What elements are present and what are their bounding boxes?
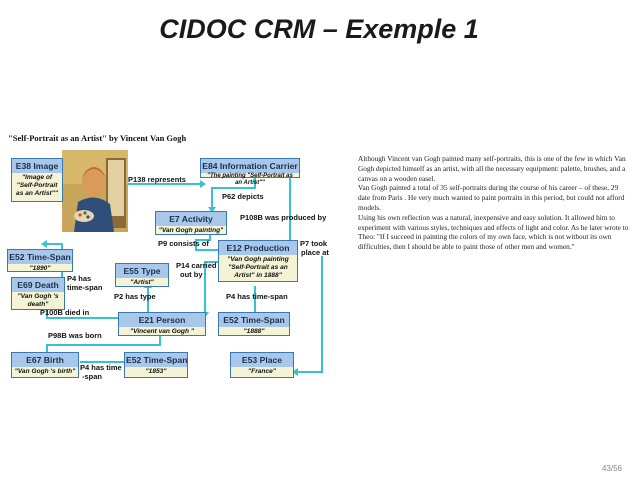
node-value: "1890" <box>29 265 51 272</box>
node-e67-birth: E67 Birth "Van Gogh 's birth" <box>11 352 79 378</box>
relation-p4-line1: P4 has <box>67 274 92 283</box>
relation-p62: P62 depicts <box>222 192 264 201</box>
node-class-label: E55 Type <box>116 264 168 278</box>
node-value: "The painting "Self-Portrait as an Artis… <box>207 173 293 186</box>
relation-p4-line2: time-span <box>67 283 103 292</box>
arrow-p62 <box>208 207 216 213</box>
relation-p100b: P100B died in <box>40 308 90 317</box>
arrow-p138 <box>200 180 206 188</box>
connector-p7 <box>298 256 323 373</box>
node-e7-activity: E7 Activity "Van Gogh painting" <box>155 211 227 235</box>
node-e38-image: E38 Image "Image of "Self-Portrait as an… <box>11 158 63 202</box>
node-class-label: E38 Image <box>12 159 62 173</box>
arrow-p4b <box>41 240 47 248</box>
node-class-label: E67 Birth <box>12 353 78 367</box>
explanation-paragraph: Although Vincent van Gogh painted many s… <box>358 154 626 183</box>
explanation-paragraph: Using his own reflection was a natural, … <box>358 212 629 252</box>
relation-p2: P2 has type <box>114 292 156 301</box>
relation-p7-line1: P7 took <box>300 239 328 248</box>
node-value: "1888" <box>243 328 265 335</box>
node-class-label: E52 Time-Span <box>8 250 72 264</box>
node-value: "Van Gogh 's death" <box>17 293 59 308</box>
node-e12-production: E12 Production "Van Gogh painting "Self-… <box>218 240 298 282</box>
node-e84-information-carrier: E84 Information Carrier "The painting "S… <box>200 158 300 186</box>
explanation-text: Although Vincent van Gogh painted many s… <box>358 154 632 252</box>
arrow-p7 <box>292 368 298 376</box>
node-value: "Van Gogh painting "Self-Portrait as an … <box>227 256 289 279</box>
node-class-label: E84 Information Carrier <box>201 159 299 173</box>
node-e69-death: E69 Death "Van Gogh 's death" <box>11 277 65 310</box>
relation-p138: P138 represents <box>128 175 186 184</box>
node-class-label: E52 Time-Span <box>125 353 188 367</box>
relation-p98b: P98B was born <box>48 331 102 340</box>
node-value: "Van Gogh 's birth" <box>14 368 76 375</box>
connector-p9 <box>195 232 225 251</box>
connector-p98b <box>46 332 161 352</box>
node-class-label: E52 Time-Span <box>219 313 289 327</box>
relation-p9: P9 consists of <box>158 239 209 248</box>
node-e52-time-span-death: E52 Time-Span "1890" <box>7 249 73 272</box>
relation-p4-production: P4 has time-span <box>226 292 288 301</box>
node-value: "France" <box>248 368 276 375</box>
relation-p14-line1: P14 carried <box>176 261 217 270</box>
relation-p14-line2: out by <box>180 270 203 279</box>
node-class-label: E12 Production <box>219 241 297 255</box>
slide-title: CIDOC CRM – Exemple 1 <box>159 14 479 44</box>
node-class-label: E69 Death <box>12 278 64 292</box>
node-value: "1853" <box>145 368 167 375</box>
page-number: 43/56 <box>601 464 622 473</box>
diagram-caption: "Self-Portrait as an Artist" by Vincent … <box>8 133 187 143</box>
relation-p7-line2: place at <box>301 248 329 257</box>
node-class-label: E7 Activity <box>156 212 226 226</box>
node-value: "Van Gogh painting" <box>158 227 224 234</box>
relation-p108b: P108B was produced by <box>240 213 327 222</box>
node-value: "Image of "Self-Portrait as an Artist"" <box>16 174 58 197</box>
node-class-label: E21 Person <box>119 313 205 327</box>
node-class-label: E53 Place <box>231 353 293 367</box>
connector-p62 <box>211 176 256 207</box>
node-value: "Vincent van Gogh " <box>130 328 194 335</box>
relation-p4c-line1: P4 has time <box>80 363 122 372</box>
node-e52-time-span-birth: E52 Time-Span "1853" <box>124 352 188 378</box>
node-e52-time-span-production: E52 Time-Span "1888" <box>218 312 290 336</box>
node-e55-type: E55 Type "Artist" <box>115 263 169 287</box>
explanation-paragraph: Van Gogh painted a total of 35 self-port… <box>358 183 625 212</box>
self-portrait-painting-icon <box>62 150 128 232</box>
relation-p4c-line2: -span <box>82 372 103 381</box>
node-e53-place: E53 Place "France" <box>230 352 294 378</box>
node-e21-person: E21 Person "Vincent van Gogh " <box>118 312 206 336</box>
node-value: "Artist" <box>130 279 154 286</box>
